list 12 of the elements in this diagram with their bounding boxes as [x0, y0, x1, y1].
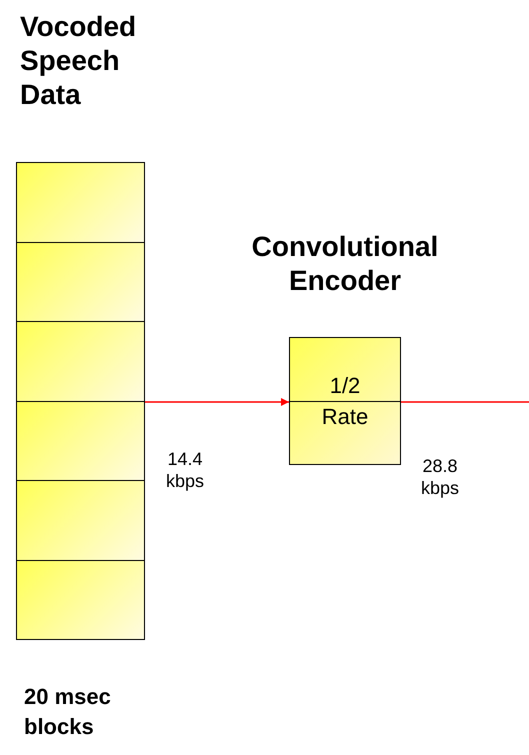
data-block — [17, 400, 144, 480]
node-label: 20 msec blocks — [24, 683, 112, 741]
data-block — [17, 480, 144, 560]
rate-label: Rate — [290, 400, 400, 464]
data-block — [17, 560, 144, 639]
heading: Vocoded Speech Data — [20, 10, 138, 112]
rate-value: 1/2 — [328, 372, 362, 400]
data-block — [17, 321, 144, 400]
data-block — [17, 242, 144, 321]
data-block — [17, 163, 144, 242]
arrow — [145, 398, 289, 406]
heading: Convolutional Encoder — [250, 230, 440, 298]
